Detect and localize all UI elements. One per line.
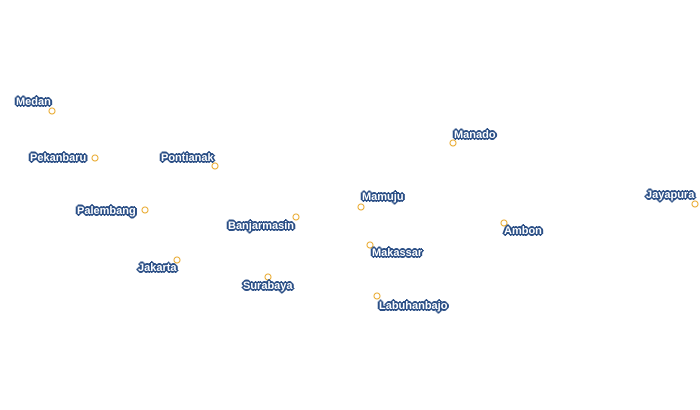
city-label: Pekanbaru — [30, 152, 87, 164]
city-label: Mamuju — [362, 191, 404, 203]
city-marker-icon[interactable] — [449, 139, 457, 147]
city-label: Labuhanbajo — [379, 300, 448, 312]
city-marker-icon[interactable] — [211, 162, 219, 170]
city-marker-icon[interactable] — [500, 219, 508, 227]
city-marker-icon[interactable] — [366, 241, 374, 249]
city-label: Jakarta — [138, 262, 177, 274]
city-marker-icon[interactable] — [264, 273, 272, 281]
city-label: Palembang — [77, 205, 136, 217]
city-label: Ambon — [504, 225, 542, 237]
city-marker-icon[interactable] — [357, 203, 365, 211]
city-label: Jayapura — [646, 189, 695, 201]
city-marker-icon[interactable] — [48, 107, 56, 115]
city-label: Manado — [454, 129, 496, 141]
city-label: Pontianak — [161, 152, 214, 164]
city-label: Makassar — [372, 247, 423, 259]
city-marker-icon[interactable] — [91, 154, 99, 162]
city-marker-icon[interactable] — [173, 256, 181, 264]
city-marker-icon[interactable] — [691, 200, 699, 208]
city-label: Medan — [16, 96, 51, 108]
city-marker-icon[interactable] — [141, 206, 149, 214]
city-marker-icon[interactable] — [292, 213, 300, 221]
city-marker-icon[interactable] — [373, 292, 381, 300]
city-label: Surabaya — [243, 280, 293, 292]
city-label: Banjarmasin — [228, 220, 295, 232]
